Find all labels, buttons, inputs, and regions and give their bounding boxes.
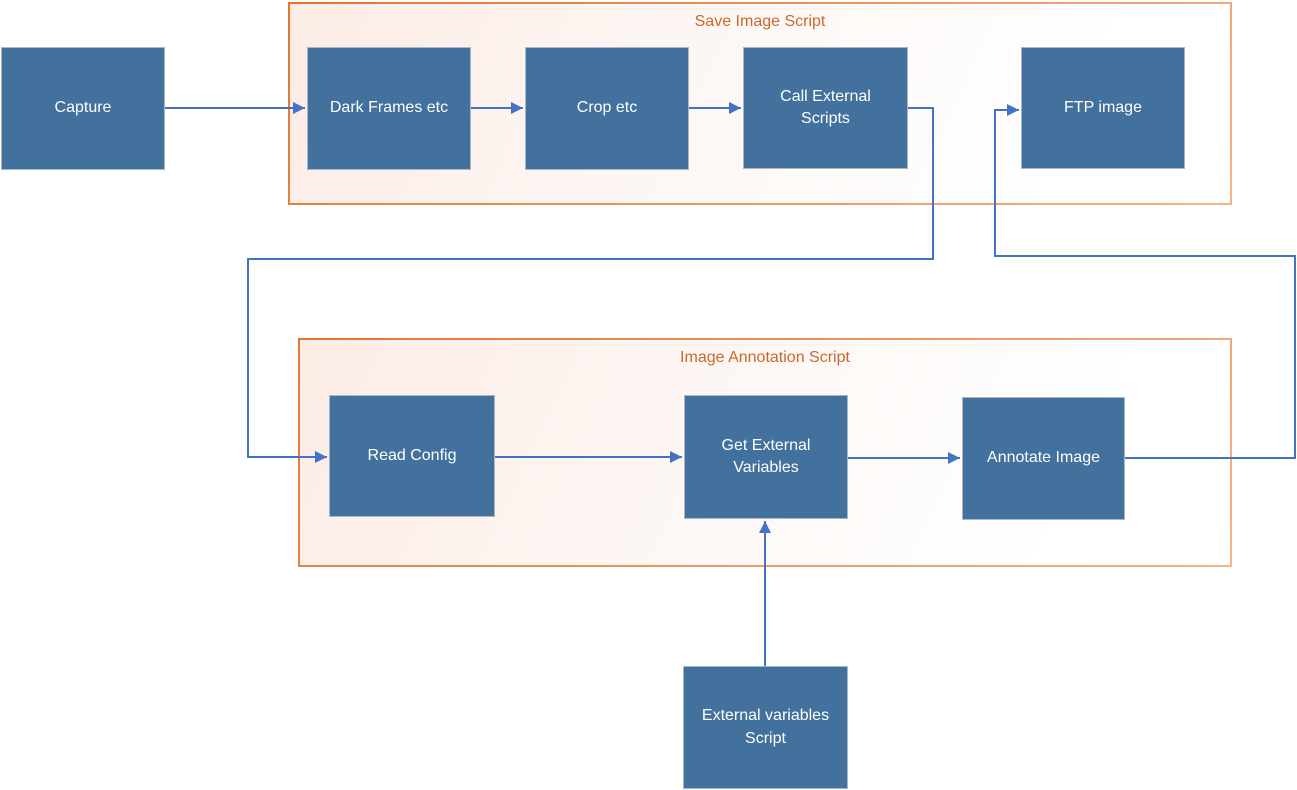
node-ftp-image: FTP image — [1021, 47, 1185, 169]
save-image-script-title: Save Image Script — [694, 13, 826, 30]
node-dark-frames-label: Dark Frames etc — [329, 99, 449, 117]
node-read-config-label: Read Config — [367, 446, 457, 464]
node-capture-label: Capture — [54, 99, 112, 117]
node-ftp-image-label: FTP image — [1064, 98, 1142, 116]
node-crop-label: Crop etc — [576, 99, 638, 117]
node-get-external-variables: Get External Variables — [684, 395, 848, 519]
node-call-external-scripts-label: Call External Scripts — [780, 87, 871, 127]
node-crop: Crop etc — [525, 47, 689, 170]
node-get-external-variables-label: Get External Variables — [721, 436, 811, 476]
node-call-external-scripts: Call External Scripts — [743, 47, 908, 169]
node-external-variables-script-label: External variables Script — [701, 707, 830, 747]
node-external-variables-script: External variables Script — [683, 666, 848, 789]
node-annotate-image-label: Annotate Image — [987, 449, 1100, 467]
node-annotate-image: Annotate Image — [962, 397, 1125, 520]
node-capture: Capture — [1, 47, 165, 170]
node-dark-frames: Dark Frames etc — [307, 47, 471, 170]
node-read-config: Read Config — [329, 395, 495, 517]
image-annotation-script-title: Image Annotation Script — [680, 349, 850, 366]
